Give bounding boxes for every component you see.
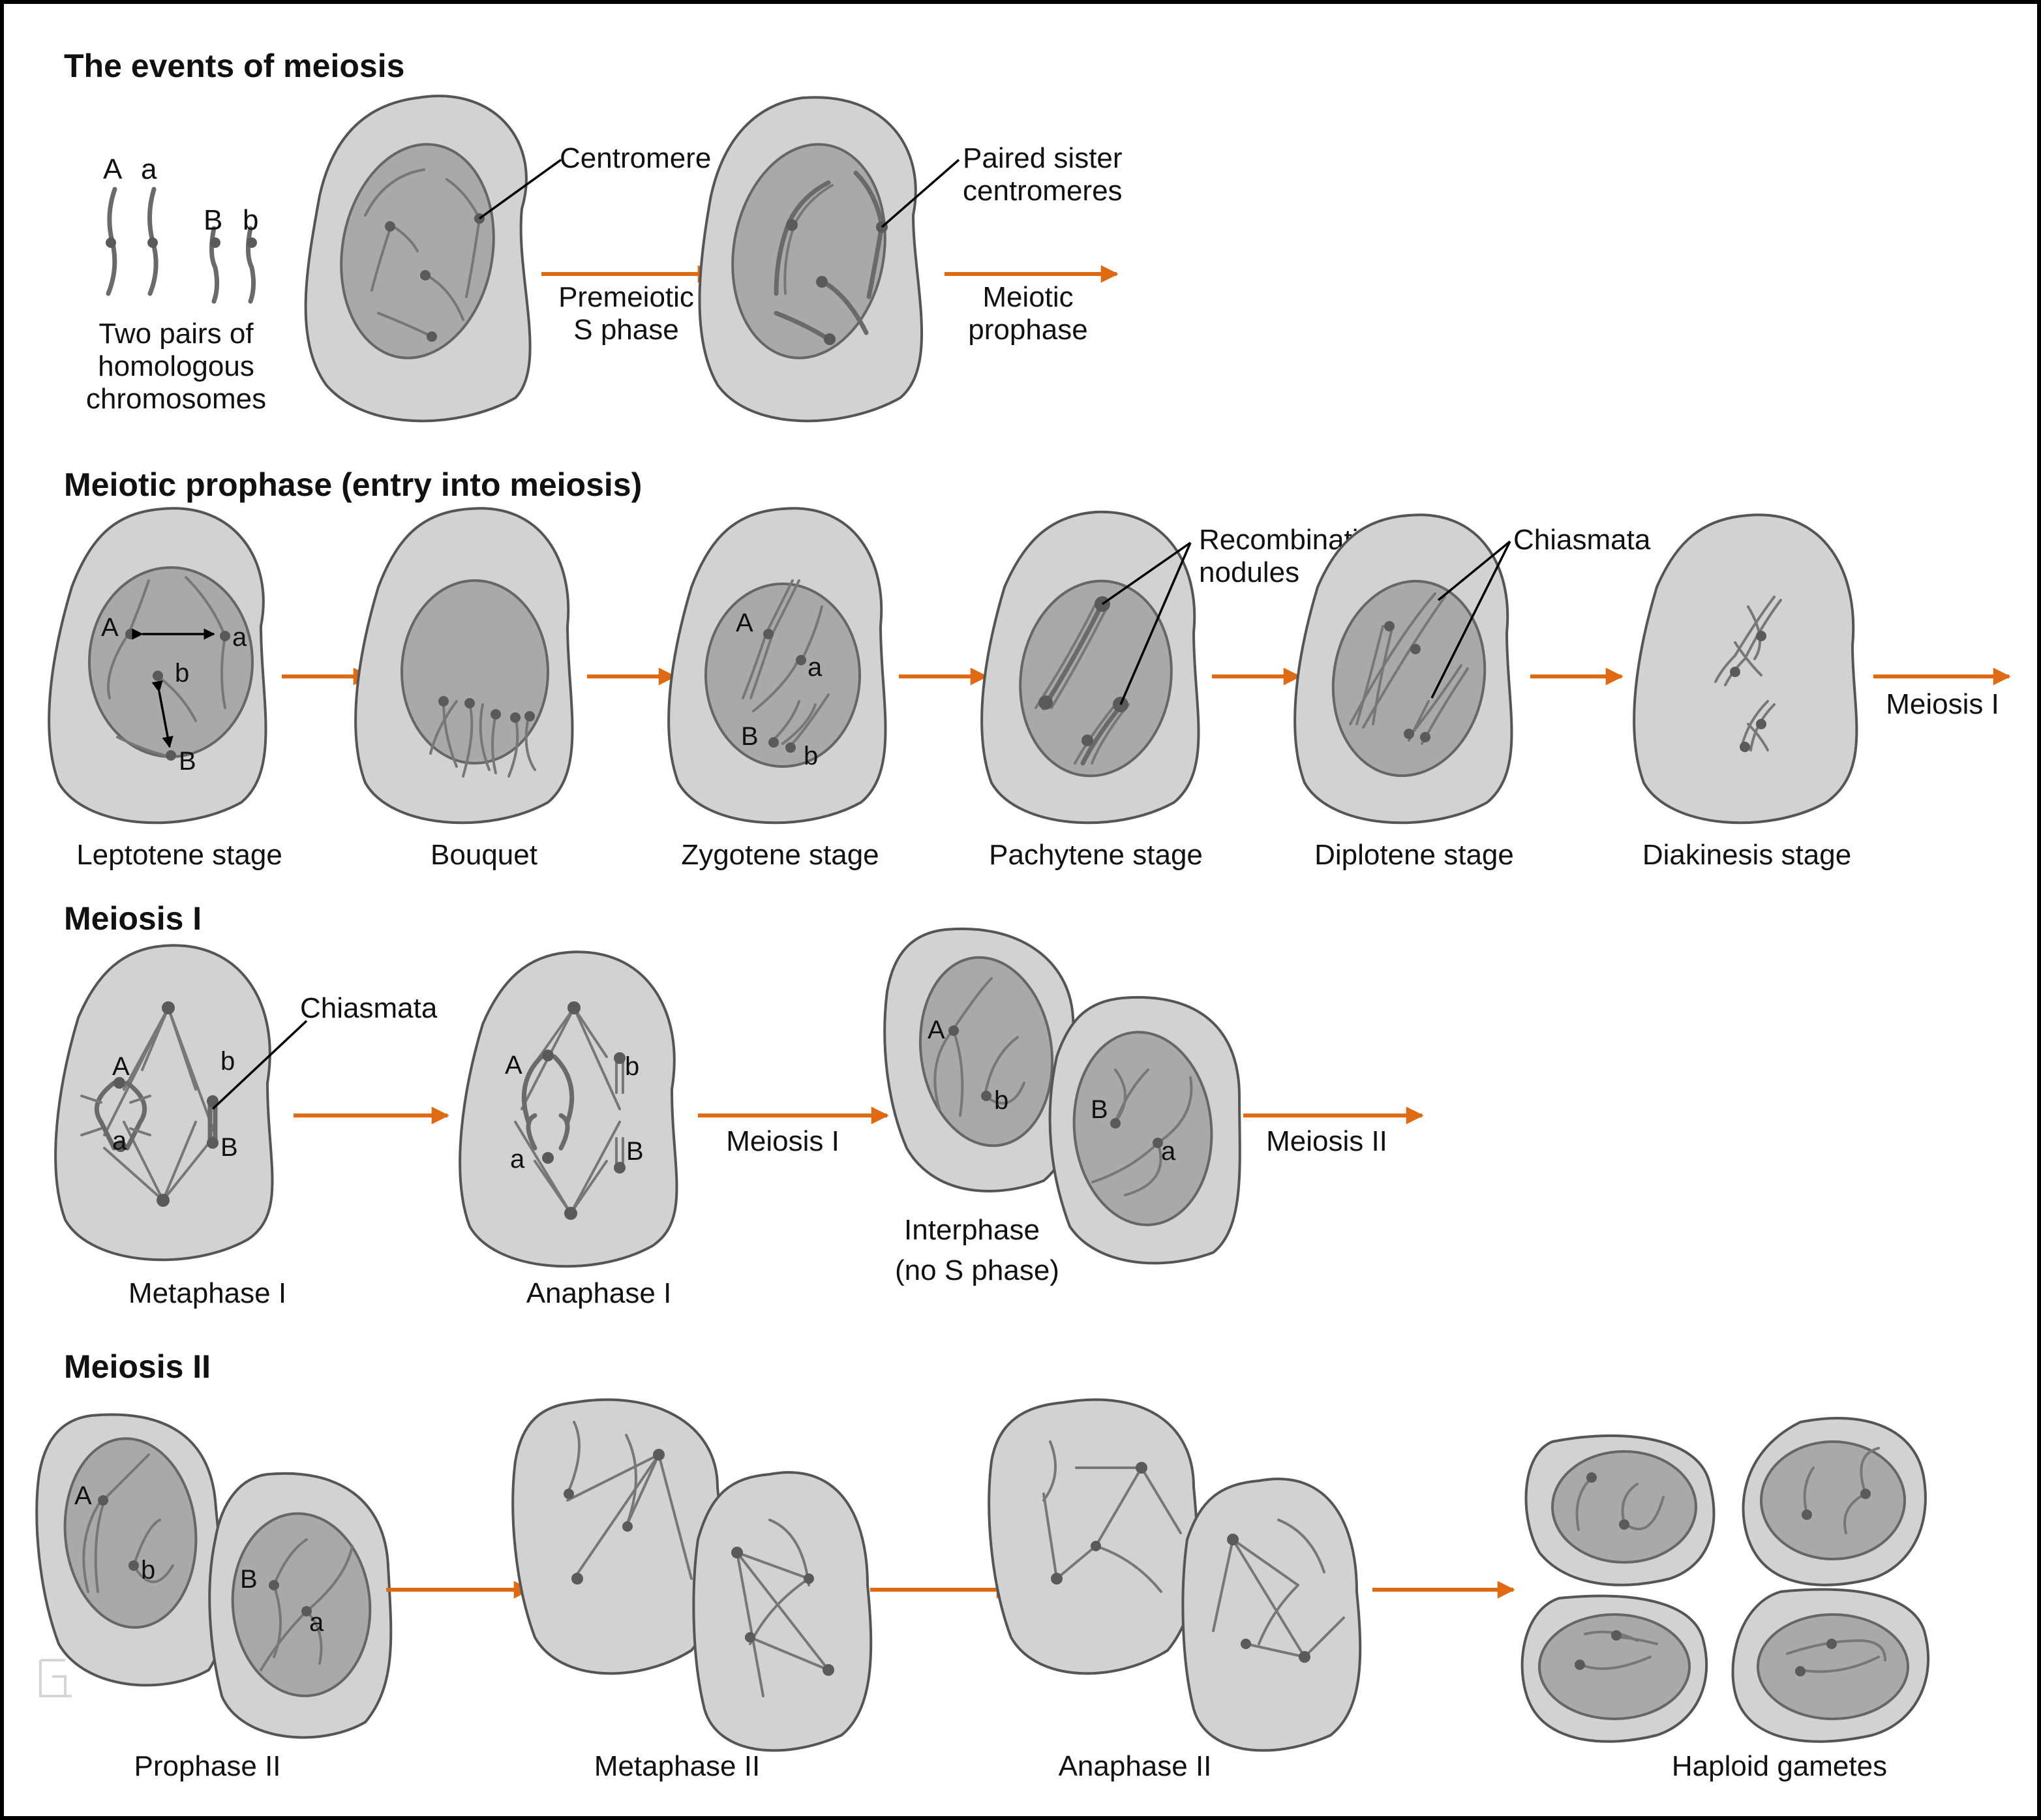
stage-diakinesis: Diakinesis stage bbox=[1642, 839, 1851, 871]
stage-metaphase-2: Metaphase II bbox=[594, 1750, 760, 1782]
label-meiotic-prophase-2: prophase bbox=[968, 314, 1087, 346]
lepto-B: B bbox=[179, 747, 196, 776]
homolog-caption-3: chromosomes bbox=[86, 383, 266, 415]
cell-bouquet bbox=[354, 507, 574, 825]
label-b: b bbox=[243, 204, 258, 236]
stage-haploid-gametes: Haploid gametes bbox=[1672, 1750, 1887, 1782]
heading-meiosis-2: Meiosis II bbox=[64, 1348, 211, 1385]
label-r3-meiosis-1: Meiosis I bbox=[726, 1125, 839, 1157]
cell-anaphase-2-a bbox=[988, 1398, 1199, 1675]
stage-anaphase-1: Anaphase I bbox=[526, 1277, 672, 1309]
cell-leptotene bbox=[48, 507, 267, 825]
pro2-A: A bbox=[74, 1481, 92, 1510]
cell-interphase-top bbox=[883, 927, 1077, 1192]
label-chiasmata-r3: Chiasmata bbox=[300, 992, 438, 1024]
stage-leptotene: Leptotene stage bbox=[76, 839, 282, 871]
cell-diplotene bbox=[1293, 513, 1513, 825]
heading-events: The events of meiosis bbox=[64, 48, 404, 84]
label-r3-meiosis-2: Meiosis II bbox=[1266, 1125, 1387, 1157]
homolog-caption-2: homologous bbox=[98, 350, 254, 382]
ana1-a: a bbox=[510, 1145, 525, 1174]
ana1-B: B bbox=[626, 1137, 644, 1166]
meta1-A: A bbox=[112, 1052, 130, 1081]
gamete-2 bbox=[1742, 1417, 1927, 1586]
cell-metaphase-1 bbox=[54, 944, 274, 1262]
heading-prophase: Meiotic prophase (entry into meiosis) bbox=[64, 466, 642, 503]
pointer-chiasmata-r3 bbox=[211, 1020, 308, 1110]
stage-zygotene: Zygotene stage bbox=[681, 839, 879, 871]
label-recombination-2: nodules bbox=[1199, 556, 1299, 588]
cell-zygotene bbox=[667, 507, 887, 825]
pointer-paired-sister bbox=[881, 159, 960, 228]
stage-anaphase-2: Anaphase II bbox=[1059, 1750, 1212, 1782]
stage-diplotene: Diplotene stage bbox=[1314, 839, 1514, 871]
pro2-B: B bbox=[240, 1565, 258, 1594]
label-paired-sister-1: Paired sister bbox=[963, 142, 1123, 174]
cell-anaphase-2-b bbox=[1181, 1478, 1362, 1752]
inter-A: A bbox=[928, 1016, 945, 1044]
lepto-b: b bbox=[175, 659, 189, 688]
cell-interphase-bottom bbox=[1048, 995, 1241, 1265]
stage-pachytene: Pachytene stage bbox=[989, 839, 1203, 871]
label-interphase-1: Interphase bbox=[904, 1214, 1040, 1246]
label-paired-sister-2: centromeres bbox=[963, 175, 1123, 207]
label-interphase-2: (no S phase) bbox=[895, 1254, 1059, 1286]
stage-prophase-2: Prophase II bbox=[134, 1750, 280, 1782]
zygo-A: A bbox=[736, 609, 753, 637]
lepto-a: a bbox=[232, 623, 247, 652]
stage-bouquet: Bouquet bbox=[431, 839, 537, 871]
cell-prophase-2-b bbox=[208, 1472, 393, 1739]
cell-pachytene bbox=[980, 510, 1200, 825]
gamete-3 bbox=[1520, 1594, 1708, 1743]
inter-B: B bbox=[1091, 1095, 1108, 1124]
meta1-b: b bbox=[220, 1047, 235, 1076]
label-chiasmata-r2: Chiasmata bbox=[1513, 524, 1651, 556]
ana1-A: A bbox=[505, 1051, 522, 1080]
zygo-B: B bbox=[741, 722, 759, 751]
cell-metaphase-2-a bbox=[511, 1398, 723, 1675]
label-A: A bbox=[103, 153, 123, 185]
label-premeiotic-1: Premeiotic bbox=[558, 281, 694, 313]
stage-metaphase-1: Metaphase I bbox=[129, 1277, 286, 1309]
zygo-a: a bbox=[808, 653, 823, 682]
homolog-caption-1: Two pairs of bbox=[98, 318, 254, 350]
pro2-a: a bbox=[309, 1608, 324, 1637]
inter-a: a bbox=[1161, 1137, 1176, 1166]
meta1-a: a bbox=[112, 1127, 127, 1155]
label-centromere: Centromere bbox=[560, 142, 711, 174]
zygo-b: b bbox=[804, 742, 818, 770]
heading-meiosis-1: Meiosis I bbox=[64, 900, 202, 937]
label-a: a bbox=[141, 153, 157, 185]
cell-prophase-2-a bbox=[35, 1413, 226, 1687]
cell-metaphase-2-b bbox=[692, 1471, 873, 1752]
cell-replicated bbox=[698, 96, 924, 423]
lepto-A: A bbox=[101, 613, 119, 642]
cell-diakinesis bbox=[1633, 513, 1858, 825]
label-meiotic-prophase-1: Meiotic bbox=[982, 281, 1073, 313]
inter-b: b bbox=[994, 1086, 1008, 1115]
meta1-B: B bbox=[220, 1133, 238, 1162]
pointer-chiasmata-r2 bbox=[1430, 540, 1511, 699]
gamete-4 bbox=[1731, 1588, 1930, 1743]
pointer-centromere bbox=[478, 159, 562, 220]
gamete-1 bbox=[1524, 1434, 1716, 1586]
cell-premeiotic bbox=[304, 95, 532, 423]
label-premeiotic-2: S phase bbox=[573, 314, 678, 346]
homolog-pairs bbox=[106, 187, 257, 304]
ana1-b: b bbox=[625, 1052, 639, 1081]
label-to-meiosis-1: Meiosis I bbox=[1886, 688, 1999, 720]
pointer-recombination bbox=[1102, 541, 1192, 705]
cell-anaphase-1 bbox=[459, 950, 678, 1268]
artist-signature-logo bbox=[39, 1659, 72, 1697]
label-B: B bbox=[204, 204, 222, 236]
pro2-b: b bbox=[141, 1556, 155, 1585]
